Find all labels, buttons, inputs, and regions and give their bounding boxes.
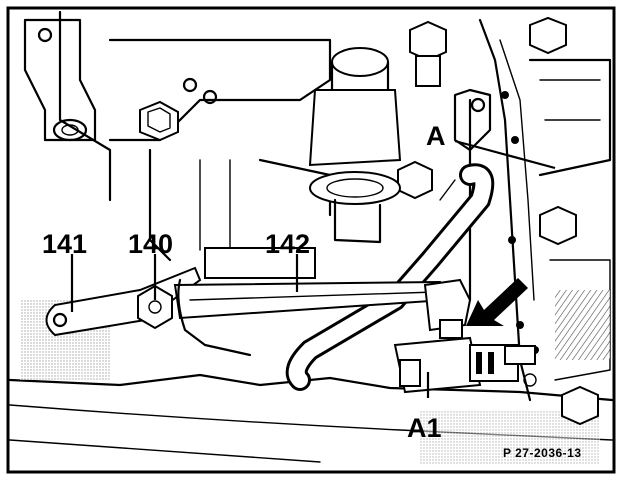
callout-a1: A1 bbox=[407, 413, 442, 443]
solenoid-valve bbox=[308, 47, 402, 244]
selector-lever bbox=[45, 266, 202, 337]
cable-guide bbox=[423, 278, 472, 339]
hex-bolt-left bbox=[139, 100, 179, 142]
figure-frame bbox=[6, 6, 616, 474]
hex-bolt-center bbox=[397, 160, 433, 200]
hex-bolt-bottom-right bbox=[561, 385, 599, 426]
hex-bolt-top bbox=[409, 20, 447, 87]
direction-arrow-icon bbox=[466, 278, 528, 326]
callout-142: 142 bbox=[265, 229, 310, 259]
figure-reference: P 27-2036-13 bbox=[503, 446, 582, 460]
callout-141: 141 bbox=[42, 229, 87, 259]
electrical-connector bbox=[393, 336, 537, 394]
upper-bracket bbox=[23, 18, 218, 142]
hex-bolt-top-right bbox=[529, 16, 567, 55]
clip-bracket bbox=[453, 88, 492, 152]
leader-line-a bbox=[454, 139, 556, 170]
hex-bolt-right-mid bbox=[539, 205, 577, 246]
callout-140: 140 bbox=[128, 229, 173, 259]
callout-a: A bbox=[426, 121, 446, 151]
breather-tube bbox=[285, 163, 495, 391]
